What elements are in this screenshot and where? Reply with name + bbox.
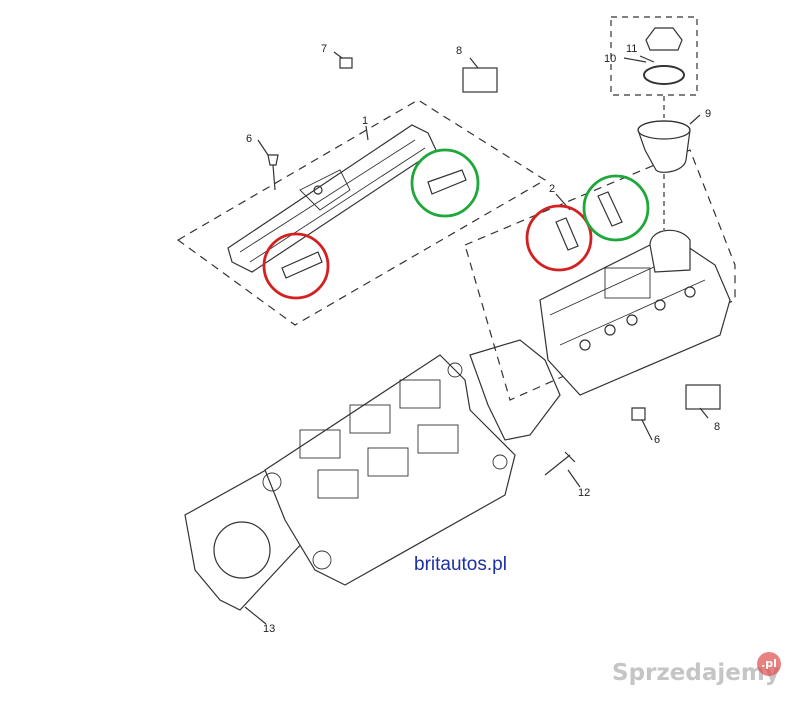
- bolt-12: [544, 451, 576, 476]
- bolt-6-right: [631, 407, 646, 421]
- callout-8-bottom: 8: [714, 421, 720, 433]
- callout-6-left: 6: [246, 133, 252, 145]
- dashed-box-10: [610, 16, 698, 96]
- filler-neck: [637, 120, 691, 173]
- highlight-circle-red-left: [262, 232, 330, 300]
- callout-1: 1: [362, 115, 368, 127]
- cylinder-head: [264, 354, 516, 586]
- callout-10: 10: [604, 53, 616, 65]
- callout-12: 12: [578, 487, 590, 499]
- injector-right-green: [597, 191, 623, 227]
- injector-left-red: [281, 251, 323, 279]
- injector-left-green: [427, 169, 467, 195]
- callout-8-top: 8: [456, 45, 462, 57]
- callout-13: 13: [263, 623, 275, 635]
- oil-cap: [645, 27, 683, 51]
- highlight-circle-green-right: [582, 174, 650, 242]
- watermark-badge: .pl: [757, 652, 781, 676]
- dashed-box-2: [464, 149, 736, 401]
- highlight-circle-red-right: [525, 204, 593, 272]
- highlight-circle-green-left: [410, 148, 480, 218]
- callout-9: 9: [705, 108, 711, 120]
- callout-2: 2: [549, 183, 555, 195]
- label-box-8-bottom: [685, 384, 721, 410]
- injector-right-red: [555, 217, 579, 251]
- label-box-8-top: [462, 67, 498, 93]
- bolt-7: [339, 57, 353, 69]
- fuel-rail-right: [539, 234, 731, 396]
- source-caption: britautos.pl: [414, 554, 507, 575]
- bolt-6-left: [267, 154, 279, 191]
- watermark-logo: Sprzedajemy: [612, 660, 780, 686]
- callout-7: 7: [321, 43, 327, 55]
- cover-gasket: [469, 339, 561, 441]
- callout-11: 11: [626, 43, 637, 55]
- dashed-box-1: [176, 99, 547, 326]
- callout-6-right: 6: [654, 434, 660, 446]
